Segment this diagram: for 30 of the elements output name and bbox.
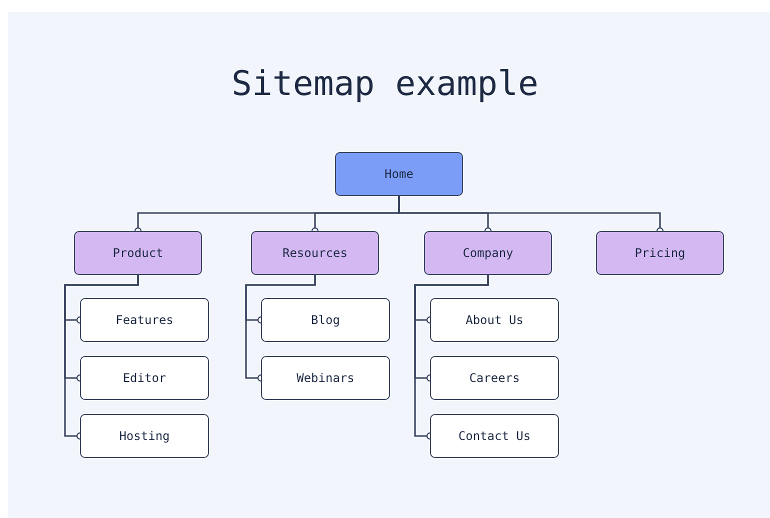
page-label: Webinars bbox=[296, 371, 354, 385]
subpage-box bbox=[430, 298, 559, 342]
page-label: Hosting bbox=[119, 429, 170, 443]
subpage-box bbox=[261, 298, 390, 342]
subpage-box bbox=[80, 356, 209, 400]
section-page-box bbox=[596, 231, 724, 275]
connector-line bbox=[64, 275, 139, 440]
page-label: Features bbox=[116, 313, 174, 327]
page-label: Editor bbox=[122, 371, 166, 385]
page-label: Pricing bbox=[634, 246, 686, 260]
subpage-box bbox=[80, 414, 209, 458]
connector-line bbox=[414, 275, 489, 440]
page-label: Home bbox=[384, 167, 414, 181]
section-page-box bbox=[251, 231, 379, 275]
page-label: Company bbox=[462, 246, 514, 260]
root-page-box bbox=[335, 152, 463, 196]
page-label: Resources bbox=[282, 246, 348, 260]
page-label: Blog bbox=[311, 313, 340, 327]
connector-line bbox=[245, 275, 316, 382]
page-label: Product bbox=[112, 246, 164, 260]
page-label: About Us bbox=[466, 313, 524, 327]
section-page-box bbox=[424, 231, 552, 275]
subpage-box bbox=[80, 298, 209, 342]
title: Sitemap example bbox=[230, 64, 540, 104]
page-label: Contact Us bbox=[458, 429, 531, 443]
page-label: Careers bbox=[469, 371, 520, 385]
subpage-box bbox=[430, 356, 559, 400]
subpage-box bbox=[430, 414, 559, 458]
subpage-box bbox=[261, 356, 390, 400]
section-page-box bbox=[74, 231, 202, 275]
